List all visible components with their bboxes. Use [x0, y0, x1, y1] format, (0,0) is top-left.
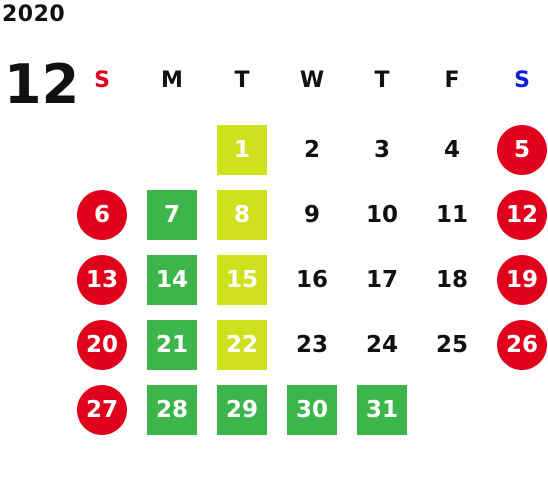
calendar-day[interactable]: 11	[435, 202, 468, 228]
weekday-header: M	[161, 68, 183, 93]
calendar-day-green[interactable]: 30	[287, 385, 337, 435]
calendar-day[interactable]: 3	[373, 137, 390, 163]
calendar-day[interactable]: 17	[365, 267, 398, 293]
weekday-header: S	[514, 68, 530, 93]
calendar-day-yellow[interactable]: 22	[217, 320, 267, 370]
calendar-day-green[interactable]: 31	[357, 385, 407, 435]
year-label: 2020	[2, 2, 66, 27]
calendar-day-holiday[interactable]: 20	[77, 320, 127, 370]
calendar-day[interactable]: 25	[435, 332, 468, 358]
calendar-day-holiday[interactable]: 27	[77, 385, 127, 435]
calendar-day-green[interactable]: 29	[217, 385, 267, 435]
month-number: 12	[4, 53, 80, 116]
calendar-day-yellow[interactable]: 15	[217, 255, 267, 305]
calendar-day[interactable]: 16	[295, 267, 328, 293]
calendar-day-green[interactable]: 14	[147, 255, 197, 305]
calendar-day-yellow[interactable]: 8	[217, 190, 267, 240]
calendar-day[interactable]: 18	[435, 267, 468, 293]
calendar-day-holiday[interactable]: 12	[497, 190, 547, 240]
calendar-day-holiday[interactable]: 6	[77, 190, 127, 240]
calendar-day-holiday[interactable]: 13	[77, 255, 127, 305]
weekday-header: T	[374, 68, 390, 93]
calendar-day-yellow[interactable]: 1	[217, 125, 267, 175]
weekday-header: S	[94, 68, 110, 93]
calendar-day-holiday[interactable]: 5	[497, 125, 547, 175]
weekday-header: W	[299, 68, 325, 93]
calendar-day[interactable]: 23	[295, 332, 328, 358]
calendar-day-green[interactable]: 21	[147, 320, 197, 370]
weekday-header: F	[444, 68, 460, 93]
calendar-day-holiday[interactable]: 26	[497, 320, 547, 370]
calendar-day[interactable]: 4	[443, 137, 460, 163]
calendar-day[interactable]: 24	[365, 332, 398, 358]
calendar-day-holiday[interactable]: 19	[497, 255, 547, 305]
calendar-day[interactable]: 10	[365, 202, 398, 228]
calendar-day-green[interactable]: 7	[147, 190, 197, 240]
calendar-day-green[interactable]: 28	[147, 385, 197, 435]
weekday-header: T	[234, 68, 250, 93]
calendar-day[interactable]: 2	[303, 137, 320, 163]
calendar-day[interactable]: 9	[303, 202, 320, 228]
